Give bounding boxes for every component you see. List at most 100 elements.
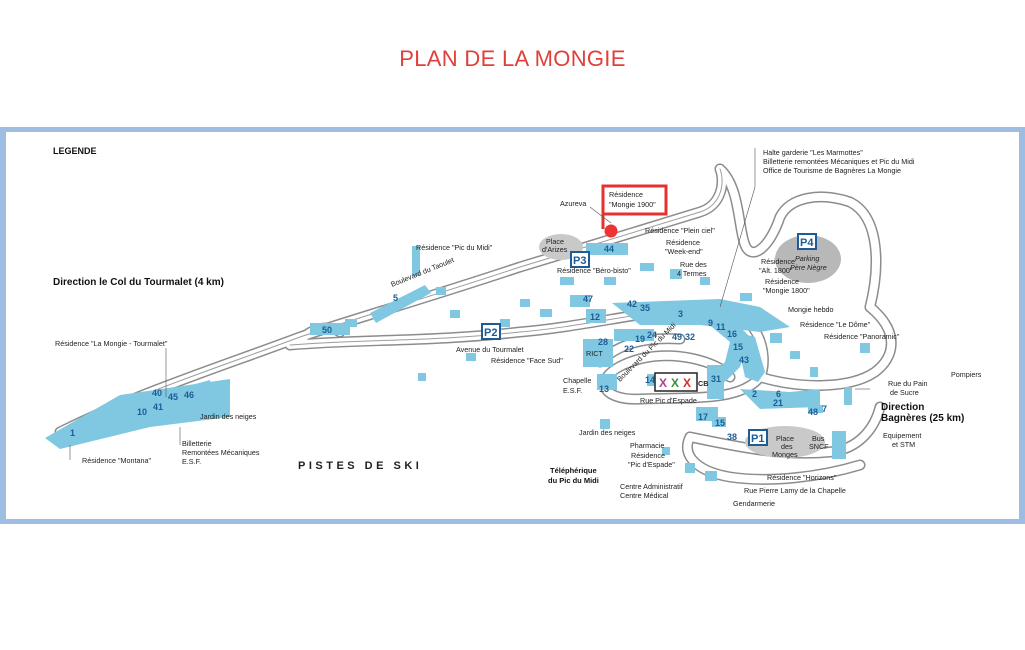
location-marker[interactable] xyxy=(604,224,618,238)
building-28 xyxy=(583,339,613,367)
building-small-r xyxy=(436,287,446,295)
label-jardin-neiges-left: Jardin des neiges xyxy=(200,412,257,421)
building-small-i xyxy=(770,333,782,343)
num-41: 41 xyxy=(153,402,163,412)
label-billetterie-2: Remontées Mécaniques xyxy=(182,448,260,457)
label-bus-1: Bus xyxy=(812,434,825,443)
parking-pere-negre-area xyxy=(775,235,841,283)
label-pic-espade-res-2: "Pic d'Espade" xyxy=(628,460,675,469)
building-small-j xyxy=(790,351,800,359)
label-cb: CB xyxy=(698,379,708,388)
label-halte-1: Halte garderie "Les Marmottes" xyxy=(763,148,863,157)
building-44 xyxy=(586,243,628,255)
building-40-46 xyxy=(130,380,212,417)
num-10: 10 xyxy=(137,407,147,417)
label-montana: Résidence "Montana" xyxy=(82,456,151,465)
cb-box xyxy=(654,372,698,392)
building-small-g xyxy=(700,277,710,285)
building-12 xyxy=(586,309,606,323)
label-place-arizes-2: d'Arizes xyxy=(542,245,568,254)
building-small-f xyxy=(670,269,682,279)
building-47 xyxy=(570,295,590,307)
num-50: 50 xyxy=(322,325,332,335)
num-45: 45 xyxy=(168,392,178,402)
label-chapelle: Chapelle xyxy=(563,376,591,385)
num-2: 2 xyxy=(752,389,757,399)
label-plein-ciel: Résidence "Plein ciel" xyxy=(645,226,715,235)
building-small-k xyxy=(810,367,818,377)
num-16: 16 xyxy=(727,329,737,339)
num-9: 9 xyxy=(708,318,713,328)
label-bus-2: SNCF xyxy=(809,442,829,451)
highlight-line2: "Mongie 1900" xyxy=(609,200,656,209)
num-40: 40 xyxy=(152,388,162,398)
resort-map: X X X P1 P2 P3 P4 Résidence "Mongie 1900… xyxy=(0,126,1025,525)
building-small-m xyxy=(418,373,426,381)
building-5 xyxy=(370,285,431,323)
label-jardin-neiges-mid: Jardin des neiges xyxy=(579,428,636,437)
highlight-line1: Résidence xyxy=(609,190,643,199)
label-panoramic: Résidence "Panoramic" xyxy=(824,332,900,341)
num-44: 44 xyxy=(604,244,614,254)
building-small-p xyxy=(450,310,460,318)
parking-p2-label: P2 xyxy=(484,327,497,339)
num-48: 48 xyxy=(808,407,818,417)
label-week-end-1: Résidence xyxy=(666,238,700,247)
label-esf: E.S.F. xyxy=(563,386,582,395)
x-marker-1: X xyxy=(659,376,667,390)
teleph-label-1: Téléphérique xyxy=(550,466,597,475)
street-4-termes-2: 4 Termes xyxy=(677,269,707,278)
building-31 xyxy=(707,365,724,399)
building-15-43 xyxy=(735,332,765,382)
street-pain-sucre-1: Rue du Pain xyxy=(888,379,928,388)
x-marker-2: X xyxy=(671,376,679,390)
label-billetterie-1: Billetterie xyxy=(182,439,212,448)
label-place-arizes-1: Place xyxy=(546,237,564,246)
building-small-u xyxy=(662,447,670,455)
label-rict: RICT xyxy=(586,349,603,358)
teleph-label-2: du Pic du Midi xyxy=(548,476,599,485)
num-32: 32 xyxy=(685,332,695,342)
num-43: 43 xyxy=(739,355,749,365)
street-avenue-tourmalet: Avenue du Tourmalet xyxy=(456,345,524,354)
direction-tourmalet: Direction le Col du Tourmalet (4 km) xyxy=(53,277,224,288)
building-14 xyxy=(647,374,657,386)
num-15b: 15 xyxy=(715,418,725,428)
label-pompiers: Pompiers xyxy=(951,370,982,379)
label-halte-3: Office de Tourisme de Bagnères La Mongie xyxy=(763,166,901,175)
num-24: 24 xyxy=(647,330,657,340)
num-47: 47 xyxy=(583,294,593,304)
label-horizons: Résidence "Horizons" xyxy=(767,473,837,482)
building-small-v xyxy=(600,419,610,429)
label-mongie-hebdo: Mongie hebdo xyxy=(788,305,834,314)
label-centre-med: Centre Médical xyxy=(620,491,669,500)
num-17: 17 xyxy=(698,412,708,422)
buildings xyxy=(45,243,870,481)
label-place-monges-2: des xyxy=(781,442,793,451)
leader-lines xyxy=(69,148,870,460)
legend-heading: LEGENDE xyxy=(53,146,97,156)
num-31: 31 xyxy=(711,374,721,384)
num-28: 28 xyxy=(598,337,608,347)
num-19: 19 xyxy=(635,334,645,344)
building-50 xyxy=(310,323,350,335)
building-2-6 xyxy=(740,389,820,409)
num-3: 3 xyxy=(678,309,683,319)
highlight-box xyxy=(601,184,668,216)
num-13: 13 xyxy=(599,384,609,394)
label-face-sud: Résidence "Face Sud" xyxy=(491,356,563,365)
num-12: 12 xyxy=(590,312,600,322)
parking-p3-label: P3 xyxy=(573,255,586,267)
x-marker-3: X xyxy=(683,376,691,390)
label-place-monges-3: Monges xyxy=(772,450,798,459)
building-3 xyxy=(612,299,790,332)
num-35: 35 xyxy=(640,303,650,313)
street-pierre-lamy: Rue Pierre Lamy de la Chapelle xyxy=(744,486,846,495)
building-small-b xyxy=(520,299,530,307)
label-halte-2: Billetterie remontées Mécaniques et Pic … xyxy=(763,157,915,166)
building-small-t xyxy=(705,471,717,481)
building-small-c xyxy=(560,277,574,285)
street-pic-espade: Rue Pic d'Espade xyxy=(640,396,697,405)
num-38: 38 xyxy=(727,432,737,442)
direction-bagneres-2: Bagnères (25 km) xyxy=(881,413,964,424)
